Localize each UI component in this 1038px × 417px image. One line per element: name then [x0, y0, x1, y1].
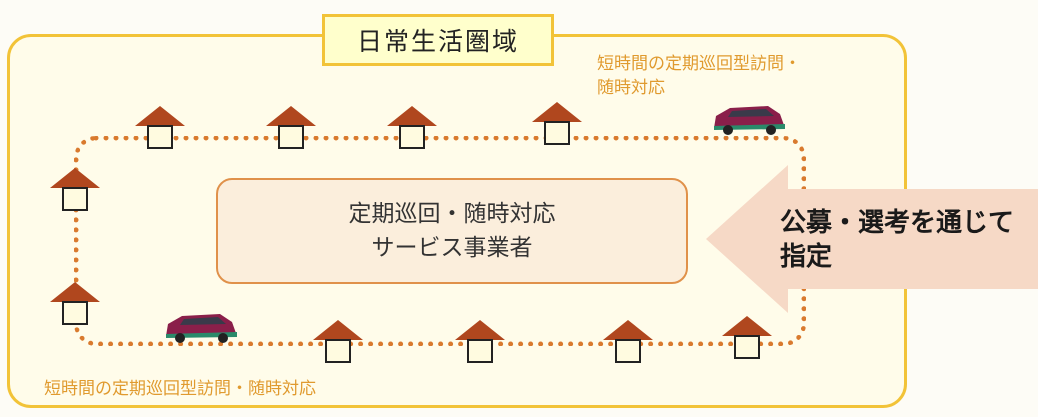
house-icon	[266, 106, 316, 149]
arrow-icon	[706, 165, 1038, 313]
house-icon	[50, 168, 100, 211]
house-icon	[603, 320, 653, 363]
caption-bottom: 短時間の定期巡回型訪問・随時対応	[44, 379, 316, 399]
house-icon	[313, 320, 363, 363]
car-icon	[714, 106, 785, 135]
caption-top-line2: 随時対応	[597, 78, 665, 98]
designation-line2: 指定	[780, 242, 833, 272]
house-icon	[135, 106, 185, 149]
service-provider-box: 定期巡回・随時対応 サービス事業者	[216, 178, 688, 284]
house-icon	[50, 282, 100, 325]
house-icon	[455, 320, 505, 363]
caption-top-line1: 短時間の定期巡回型訪問・	[597, 54, 801, 74]
provider-line1: 定期巡回・随時対応	[348, 201, 556, 227]
house-icon	[387, 106, 437, 149]
designation-line1: 公募・選考を通じて	[780, 208, 1015, 238]
area-title: 日常生活圏域	[322, 14, 554, 66]
provider-line2: サービス事業者	[371, 235, 533, 261]
caption-top: 短時間の定期巡回型訪問・ 随時対応	[597, 52, 801, 100]
house-icon	[532, 102, 582, 145]
car-icon	[166, 314, 237, 343]
house-icon	[722, 316, 772, 359]
designation-label: 公募・選考を通じて 指定	[780, 206, 1014, 274]
